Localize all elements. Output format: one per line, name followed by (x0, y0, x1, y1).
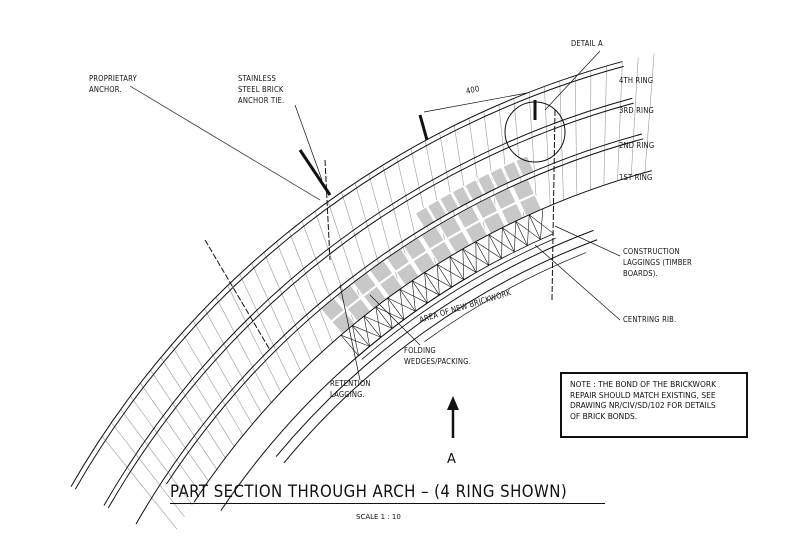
hatch-line (574, 75, 578, 195)
section-arrow-head (447, 396, 459, 410)
leader-line (534, 244, 621, 321)
hatch-line (424, 140, 449, 258)
hatch-line (204, 308, 262, 414)
hatch-line (150, 370, 218, 470)
leader-line (339, 284, 361, 381)
label-centring-rib: CENTRING RIB. (623, 315, 677, 324)
ring-line (166, 138, 644, 485)
lagging-cross (375, 297, 404, 329)
label-2nd-ring: 2ND RING (619, 141, 655, 150)
proprietary-anchor (204, 239, 271, 351)
hatch-line (603, 65, 607, 186)
note-box: NOTE : THE BOND OF THE BRICKWORK REPAIR … (560, 372, 748, 438)
leader-line (129, 85, 321, 201)
hatch-line (130, 395, 201, 494)
retention-rib-line (220, 274, 472, 511)
lagging-cross (436, 256, 464, 288)
label-3rd-ring: 3RD RING (619, 106, 654, 115)
hatch-line (544, 86, 551, 206)
ring-line (70, 61, 623, 487)
lagging-cross (475, 234, 502, 266)
hatch-line (251, 263, 302, 372)
hatch-line (193, 320, 253, 425)
lagging-cross (363, 306, 393, 338)
label-4th-ring: 4TH RING (619, 76, 654, 85)
leader-line (544, 50, 601, 111)
hatch-line (140, 382, 209, 482)
label-retention-lagging: RETENTION LAGGING. (330, 379, 371, 399)
hatch-line (630, 57, 639, 177)
hatch-line (288, 231, 333, 343)
existing-brick-hatching (101, 53, 655, 530)
section-marker-a: A (447, 452, 456, 467)
hatch-line (181, 332, 244, 436)
hatch-line (263, 252, 312, 362)
ring-line (74, 65, 624, 490)
label-1st-ring: 1ST RING (619, 173, 653, 182)
detail-a-circle (504, 101, 566, 163)
hatch-line (111, 422, 185, 518)
label-detail-a: DETAIL A (571, 39, 603, 48)
title-underline (170, 503, 605, 504)
hatch-line (644, 53, 655, 173)
proprietary-anchor (324, 159, 331, 261)
lagging-cross (399, 280, 428, 312)
lagging-line (361, 237, 556, 360)
hatch-line (215, 296, 272, 403)
hatch-line (239, 274, 292, 383)
ring-line (135, 133, 643, 525)
lagging-cross (449, 249, 477, 280)
hatch-line (120, 409, 193, 506)
hatch-line (617, 61, 623, 181)
hatch-line (590, 70, 592, 191)
lagging-cross (462, 241, 490, 273)
area-dimension-line (424, 252, 587, 342)
hatch-line (101, 436, 178, 530)
lagging-cross (502, 221, 528, 253)
ring-line (107, 102, 634, 509)
lagging-cross (387, 289, 416, 320)
leader-line (554, 225, 621, 257)
drawing-scale: SCALE 1 : 10 (356, 513, 401, 521)
anchor-tie (418, 114, 429, 141)
hatch-line (559, 80, 564, 201)
ring-line (193, 170, 653, 503)
hatch-line (160, 357, 226, 459)
ring-line (103, 97, 633, 506)
centring-rib-line (275, 229, 594, 457)
hatch-line (276, 241, 323, 353)
arch-ring-lines (70, 61, 653, 525)
hatch-line (528, 92, 538, 212)
leader-line (369, 294, 421, 346)
leader-line (294, 104, 323, 181)
label-folding-wedges: FOLDING WEDGES/PACKING. (404, 346, 471, 366)
lagging-cross (515, 214, 541, 246)
drawing-title: PART SECTION THROUGH ARCH – (4 RING SHOW… (170, 482, 568, 502)
label-stainless-steel-tie: STAINLESS STEEL BRICK ANCHOR TIE. (238, 74, 285, 105)
lagging-cross (424, 264, 452, 296)
lagging-cross (528, 208, 554, 240)
lagging-cross (488, 227, 515, 259)
lagging-cross (352, 316, 381, 347)
lagging-cross (411, 272, 440, 304)
dimension-line (423, 92, 528, 113)
anchors-and-leaders (129, 50, 621, 438)
anchor-tie (298, 149, 332, 196)
label-proprietary-anchor: PROPRIETARY ANCHOR. (89, 74, 137, 94)
lagging-cross (340, 325, 370, 356)
label-construction-laggings: CONSTRUCTION LAGGINGS (TIMBER BOARDS). (623, 247, 692, 278)
hatch-line (171, 344, 235, 447)
hatch-line (227, 285, 282, 393)
